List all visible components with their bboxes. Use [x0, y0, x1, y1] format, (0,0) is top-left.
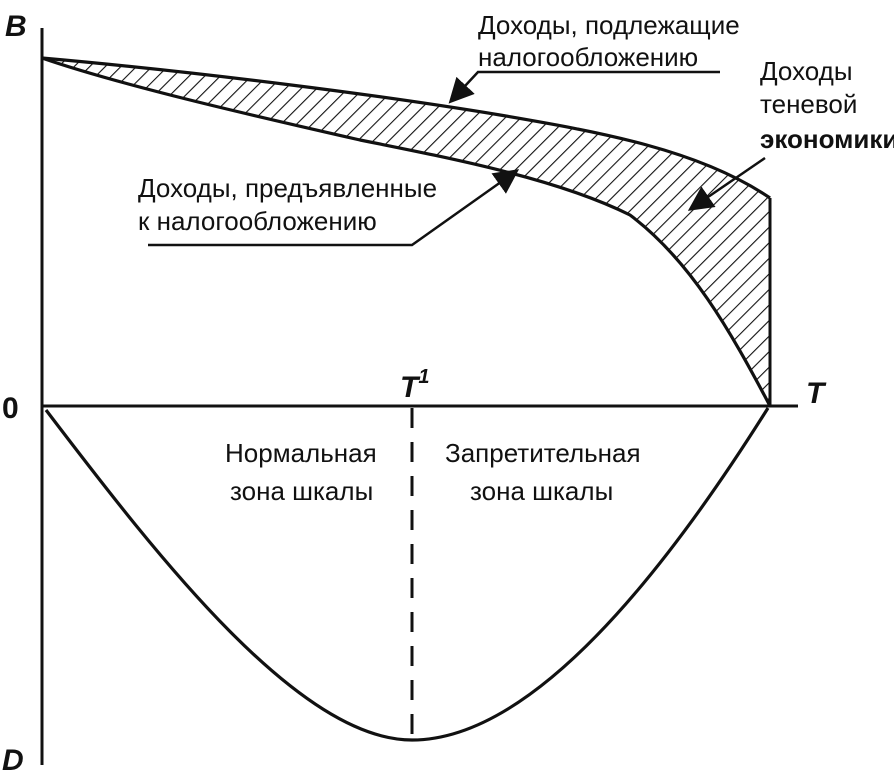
taxable-leader — [448, 70, 720, 104]
declared-income-label-line1: Доходы, предъявленные — [138, 173, 437, 203]
y-axis-bottom-label: D — [2, 744, 24, 776]
origin-label: 0 — [2, 392, 19, 425]
taxable-income-label-line1: Доходы, подлежащие — [478, 10, 740, 40]
prohibitive-zone-label-line2: зона шкалы — [470, 476, 613, 506]
shadow-economy-label-line2: теневой — [760, 89, 857, 119]
shadow-economy-region — [42, 58, 770, 406]
shadow-economy-label-line1: Доходы — [760, 56, 853, 86]
prohibitive-zone-label-line1: Запретительная — [445, 438, 641, 468]
declared-income-label-line2: к налогообложению — [138, 206, 377, 236]
x-axis-end-label: T — [806, 377, 827, 410]
normal-zone-label-line1: Нормальная — [225, 438, 377, 468]
shadow-economy-label-line3: экономики — [760, 124, 894, 154]
declared-leader — [148, 169, 520, 247]
taxable-income-label-line2: налогообложению — [478, 42, 698, 72]
taxable-income-curve — [41, 56, 771, 200]
normal-zone-label-line2: зона шкалы — [230, 476, 373, 506]
t1-superscript: 1 — [418, 366, 429, 388]
revenue-curve — [44, 407, 770, 742]
shadow-leader — [687, 156, 766, 211]
declared-income-curve — [41, 56, 772, 407]
y-axis-top-label: B — [5, 10, 27, 43]
t1-label: T1 — [400, 366, 429, 404]
